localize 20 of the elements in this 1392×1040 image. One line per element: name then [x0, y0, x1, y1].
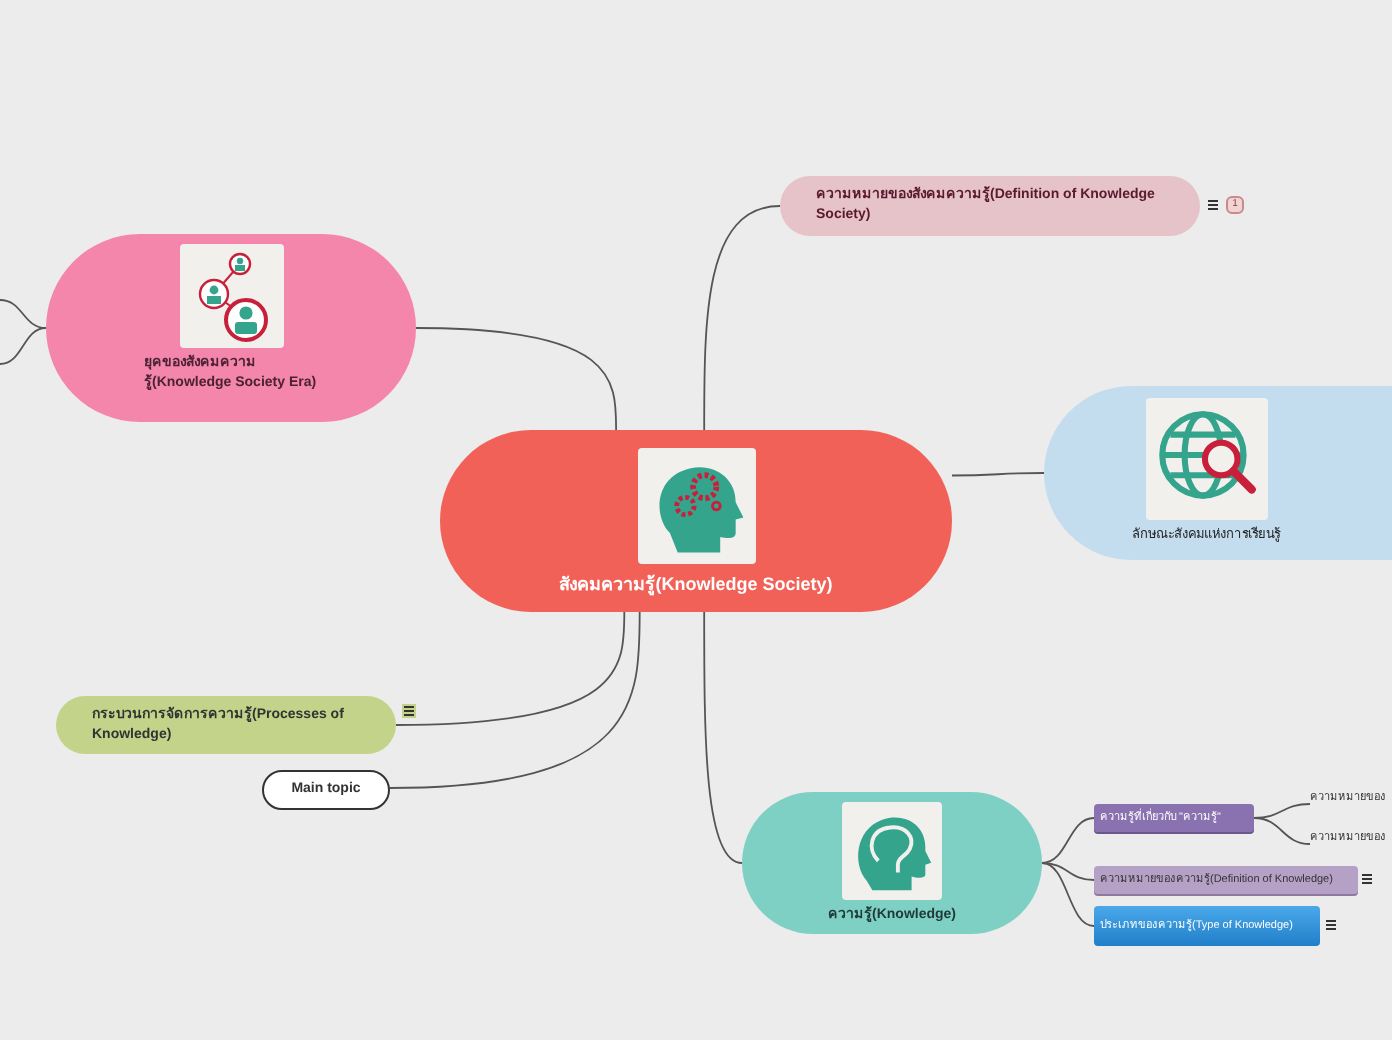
topic-pill — [1094, 866, 1358, 894]
connector-line — [389, 611, 641, 789]
connector-line — [415, 327, 618, 431]
topic-pill — [1044, 386, 1392, 560]
connector-line — [703, 611, 743, 864]
topic-pill — [56, 696, 396, 754]
connector-line — [395, 611, 626, 726]
topic-pill — [780, 176, 1200, 236]
connector-line — [951, 472, 1045, 477]
topic-pill — [262, 770, 390, 810]
connector-line — [1041, 862, 1095, 927]
topic-pill — [1094, 906, 1320, 946]
connector-line — [1041, 862, 1095, 881]
connector-line — [703, 205, 781, 431]
topic-pill — [1094, 804, 1254, 832]
topic-label: สังคมความรู้(Knowledge Society) — [559, 572, 833, 599]
connector-line — [1253, 817, 1311, 845]
connector-line — [1041, 817, 1095, 864]
connector-line — [0, 299, 47, 329]
connector-line — [0, 327, 47, 365]
